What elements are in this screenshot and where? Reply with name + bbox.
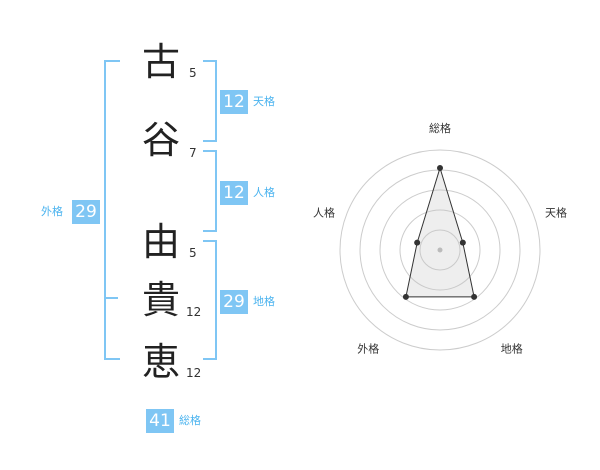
radar-axis-label-1: 総格 bbox=[429, 121, 451, 135]
name-char-3: 由 bbox=[141, 220, 180, 264]
radar-point-2 bbox=[459, 239, 466, 246]
gaikaku-badge: 29 bbox=[72, 200, 100, 224]
chikaku-badge: 29 bbox=[220, 290, 248, 314]
gaikaku-label: 外格 bbox=[41, 205, 63, 218]
radar-center bbox=[437, 247, 443, 253]
radar-ring-3 bbox=[379, 189, 501, 311]
jinkaku-badge: 12 bbox=[220, 181, 248, 205]
radar-axis-label-4: 外格 bbox=[357, 342, 379, 356]
chikaku-label: 地格 bbox=[253, 295, 275, 308]
radar-axis-label-5: 人格 bbox=[313, 205, 335, 219]
radar-shape bbox=[405, 166, 475, 298]
gaikaku-bracket bbox=[104, 60, 120, 360]
name-char-1: 古 bbox=[141, 40, 180, 84]
radar-axis-label-2: 天格 bbox=[545, 205, 567, 219]
name-char-2: 谷 bbox=[141, 118, 180, 162]
stroke-count-5: 12 bbox=[186, 366, 202, 380]
radar-point-3 bbox=[471, 293, 478, 300]
name-char-5: 恵 bbox=[141, 340, 180, 384]
stroke-count-2: 7 bbox=[189, 146, 197, 160]
radar-ring-2 bbox=[399, 209, 481, 291]
name-char-4: 貴 bbox=[141, 278, 180, 322]
radar-ring-1 bbox=[419, 229, 461, 271]
radar-point-5 bbox=[414, 239, 421, 246]
tenkaku-label: 天格 bbox=[253, 95, 275, 108]
tenkaku-badge: 12 bbox=[220, 90, 248, 114]
radar-ring-5 bbox=[339, 149, 541, 351]
soukaku-badge: 41 bbox=[146, 409, 174, 433]
radar-axis-label-3: 地格 bbox=[501, 342, 523, 356]
gaikaku-divider bbox=[106, 297, 118, 299]
chikaku-bracket bbox=[203, 240, 217, 360]
stroke-count-4: 12 bbox=[186, 305, 202, 319]
jinkaku-bracket bbox=[203, 150, 217, 232]
radar-point-4 bbox=[402, 293, 409, 300]
radar-point-1 bbox=[437, 165, 443, 171]
jinkaku-label: 人格 bbox=[253, 186, 275, 199]
tenkaku-bracket bbox=[203, 60, 217, 142]
soukaku-label: 総格 bbox=[179, 414, 201, 427]
stroke-count-3: 5 bbox=[189, 246, 197, 260]
stroke-count-1: 5 bbox=[189, 66, 197, 80]
